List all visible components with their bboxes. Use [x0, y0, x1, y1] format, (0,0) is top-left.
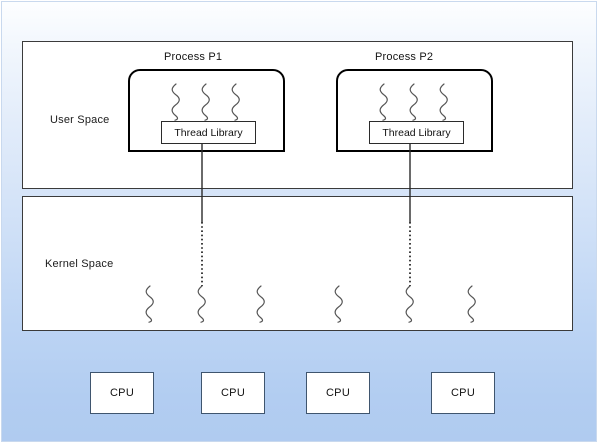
kernel-space-label: Kernel Space — [45, 258, 114, 270]
process-p2-title: Process P2 — [375, 51, 434, 63]
cpu-box-1[interactable]: CPU — [90, 372, 154, 414]
cpu-box-3[interactable]: CPU — [306, 372, 370, 414]
user-space-label: User Space — [50, 114, 110, 126]
cpu-box-2[interactable]: CPU — [201, 372, 265, 414]
p1-thread-library-box[interactable]: Thread Library — [161, 121, 256, 144]
p2-kernel-connector — [409, 144, 411, 286]
p2-thread-library-box[interactable]: Thread Library — [369, 121, 464, 144]
kernel-space-panel — [22, 196, 573, 331]
cpu-box-4[interactable]: CPU — [431, 372, 495, 414]
process-p1-title: Process P1 — [164, 51, 223, 63]
p1-kernel-connector — [201, 144, 203, 286]
